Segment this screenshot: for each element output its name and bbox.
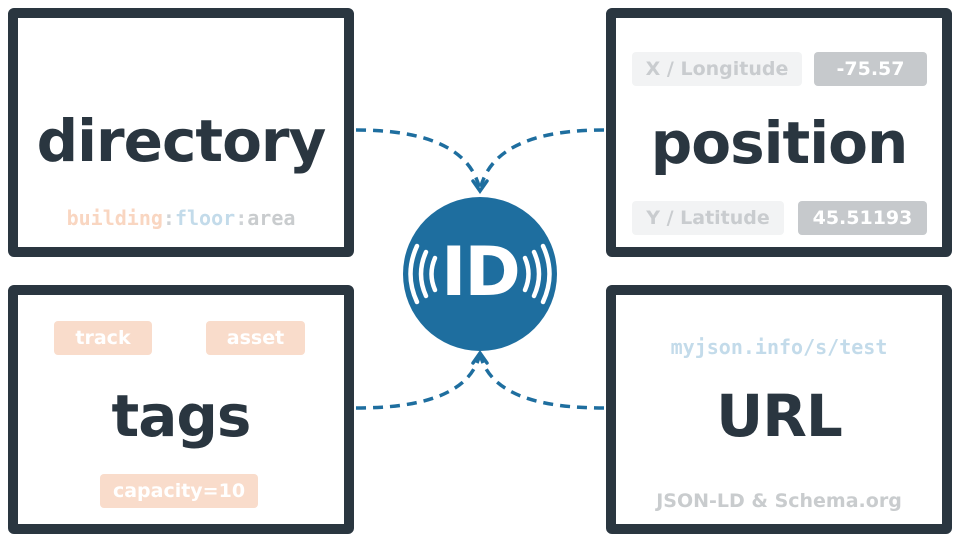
connector-position	[478, 128, 605, 191]
id-badge: ID	[403, 197, 557, 351]
path-area: area	[247, 206, 296, 230]
connector-directory	[355, 128, 482, 191]
signal-waves-icon	[408, 243, 552, 305]
path-separator: :	[162, 206, 175, 230]
arrowhead-bottom	[471, 349, 489, 365]
arrowhead-top	[471, 179, 489, 195]
tag-capacity: capacity=10	[100, 474, 258, 508]
position-card: X / Longitude -75.57 position Y / Latitu…	[606, 8, 952, 257]
directory-title: directory	[36, 107, 327, 175]
x-longitude-value: -75.57	[814, 52, 927, 86]
tags-card: track asset tags capacity=10	[8, 285, 354, 534]
x-longitude-label: X / Longitude	[632, 52, 802, 86]
url-card: myjson.info/s/test URL JSON-LD & Schema.…	[606, 285, 952, 534]
path-floor: floor	[174, 206, 236, 230]
tags-title: tags	[111, 382, 252, 450]
position-title: position	[650, 109, 909, 177]
connector-tags	[355, 353, 482, 410]
connector-url	[478, 353, 605, 410]
path-building: building	[66, 206, 163, 230]
directory-card: directory building:floor:area	[8, 8, 354, 257]
directory-path: building:floor:area	[18, 206, 344, 230]
y-latitude-label: Y / Latitude	[632, 201, 784, 235]
tag-track: track	[54, 321, 152, 355]
tag-asset: asset	[206, 321, 305, 355]
path-separator: :	[235, 206, 248, 230]
url-link: myjson.info/s/test	[670, 335, 888, 359]
id-label: ID	[441, 233, 521, 312]
url-note: JSON-LD & Schema.org	[656, 490, 902, 512]
url-title: URL	[716, 382, 843, 450]
y-latitude-value: 45.51193	[798, 201, 927, 235]
